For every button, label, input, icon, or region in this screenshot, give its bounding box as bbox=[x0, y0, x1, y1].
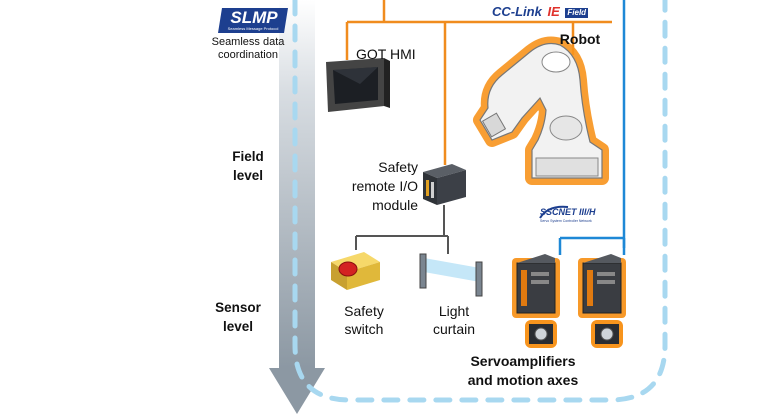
sscnet-logo-text: SSCNET III/H bbox=[540, 207, 596, 217]
safety-remote-io-label-line3: module bbox=[372, 197, 418, 213]
safety-switch-label-line2: switch bbox=[344, 321, 384, 337]
cclink-ie-field-logo: CC-Link IE Field bbox=[492, 4, 589, 20]
got-hmi-label: GOT HMI bbox=[356, 46, 416, 62]
servo-amplifier-1-icon bbox=[512, 254, 560, 318]
light-curtain-icon bbox=[419, 253, 483, 297]
safety-wiring bbox=[355, 205, 449, 254]
light-curtain-label-line2: curtain bbox=[432, 321, 476, 337]
sscnet-line bbox=[558, 0, 626, 255]
servo-amplifier-2-icon bbox=[578, 254, 626, 318]
safety-remote-io-label-line2: remote I/O bbox=[351, 178, 418, 194]
safety-switch-label-line1: Safety bbox=[344, 303, 384, 319]
safety-switch-icon bbox=[331, 252, 380, 290]
slmp-badge-text: SLMP bbox=[230, 8, 278, 27]
cclink-text: CC-Link bbox=[492, 4, 542, 19]
servo-motor-1-icon bbox=[525, 320, 557, 348]
servo-label-line2: and motion axes bbox=[467, 372, 579, 388]
servo-motor-2-icon bbox=[591, 320, 623, 348]
robot-label: Robot bbox=[559, 31, 601, 47]
sensor-level-label-line2: level bbox=[222, 319, 254, 334]
field-level-label-line2: level bbox=[232, 168, 264, 183]
slmp-badge-subtitle: Seamless Message Protocol bbox=[227, 26, 279, 31]
robot-icon bbox=[473, 36, 609, 185]
field-level-label-line1: Field bbox=[232, 149, 264, 164]
sscnet-logo bbox=[539, 205, 569, 219]
slmp-caption-line1: Seamless data bbox=[211, 36, 285, 48]
cclink-ie-text: IE bbox=[547, 4, 560, 19]
cclink-network-lines bbox=[345, 0, 612, 165]
slmp-caption-line2: coordination bbox=[218, 49, 278, 61]
cclink-field-text: Field bbox=[565, 7, 589, 18]
light-curtain-label-line1: Light bbox=[438, 303, 470, 319]
safety-remote-io-label-line1: Safety bbox=[378, 159, 418, 175]
servo-label-line1: Servoamplifiers bbox=[470, 353, 576, 369]
safety-remote-io-icon bbox=[423, 164, 466, 205]
sscnet-logo-subtitle: Servo System Controller Network bbox=[540, 219, 592, 223]
slmp-logo bbox=[218, 8, 288, 33]
sensor-level-label-line1: Sensor bbox=[215, 300, 261, 315]
got-hmi-icon bbox=[326, 58, 390, 112]
dashed-enclosure bbox=[292, 0, 668, 403]
